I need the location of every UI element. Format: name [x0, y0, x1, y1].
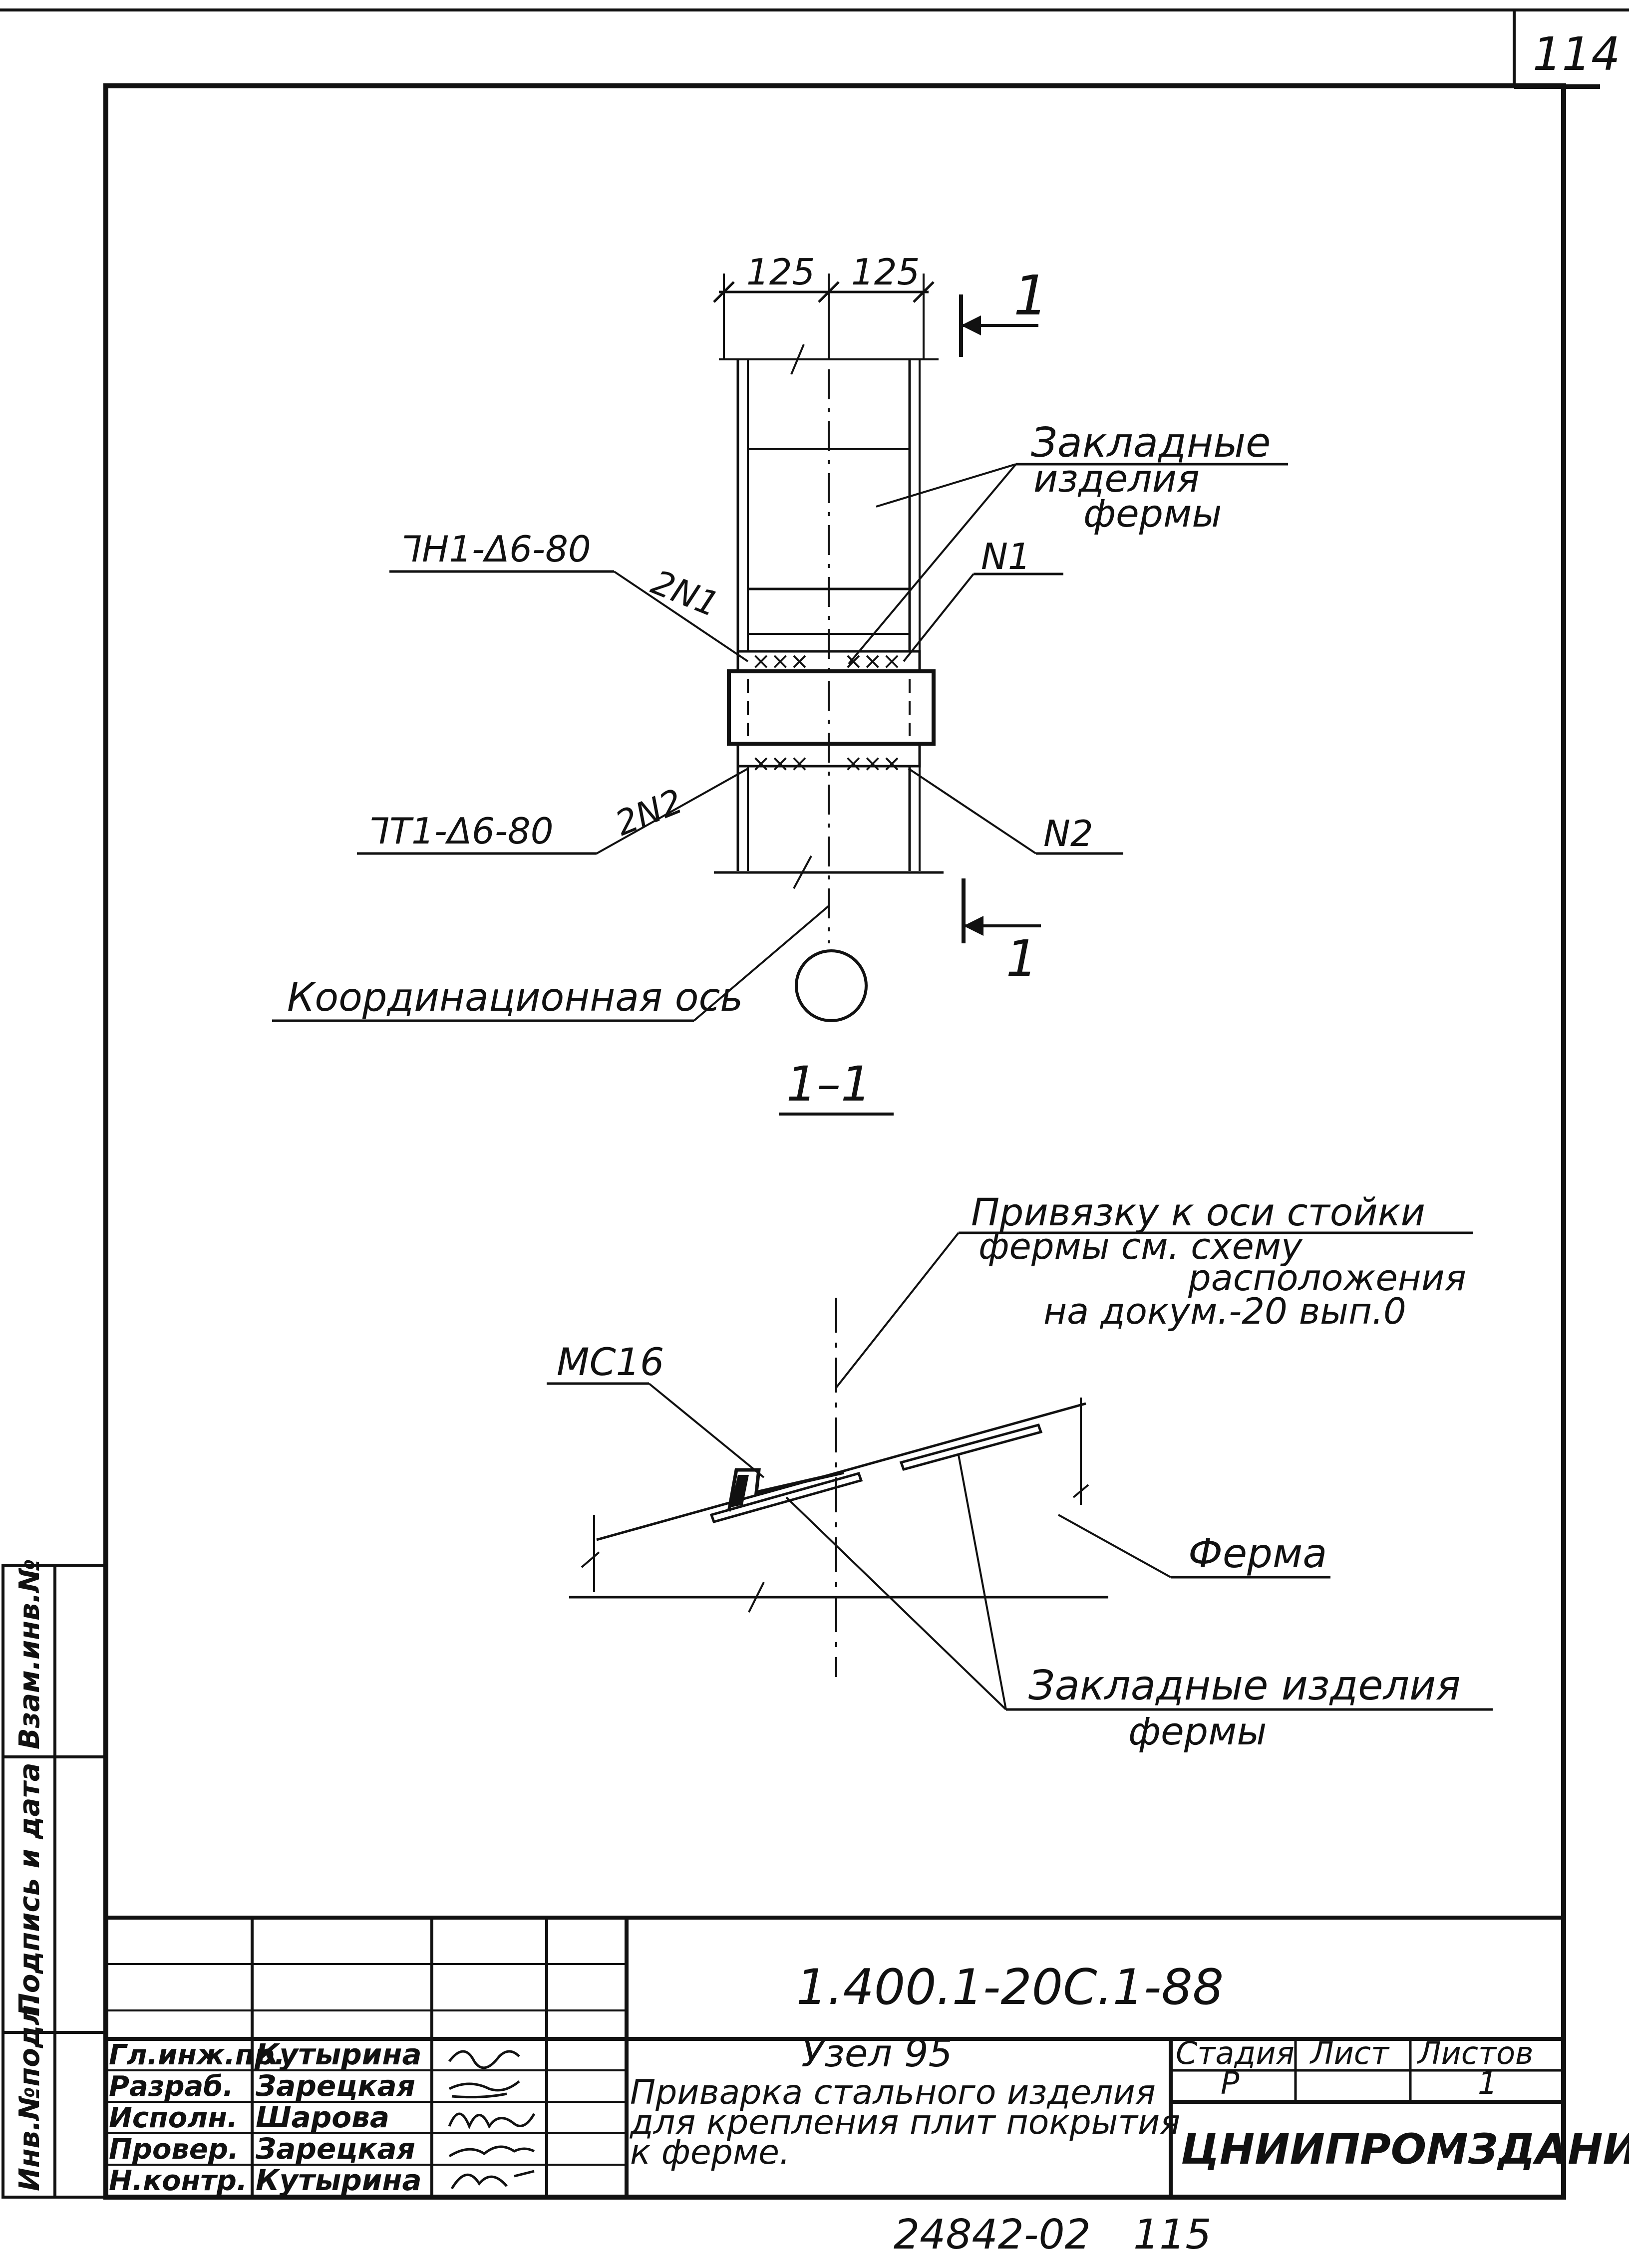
label-embedded-parts: Закладные: [1031, 419, 1271, 467]
svg-text:×××: ×××: [844, 750, 902, 777]
weld-bottom-mid: 2N2: [610, 782, 688, 844]
stage-value: Р: [1221, 2065, 1240, 2101]
detail-view: Привязку к оси стойки фермы см. схему ра…: [547, 1190, 1493, 1753]
role-label: Исполн.: [109, 2102, 238, 2134]
binding-note-4: на докум.-20 вып.0: [1043, 1290, 1406, 1332]
dimension-right: 125: [851, 251, 920, 293]
sheets-value: 1: [1478, 2065, 1497, 2101]
role-name: Зарецкая: [255, 2069, 415, 2103]
binding-note-2: фермы см. схему: [978, 1225, 1303, 1267]
binding-note-1: Привязку к оси стойки: [971, 1190, 1425, 1234]
role-name: Зарецкая: [255, 2132, 415, 2166]
organization: ЦНИИПРОМЗДАНИЙ: [1181, 2125, 1629, 2174]
weld-top-left: ⅂Н1-Δ6-80: [402, 528, 591, 570]
embedded-label-1: Закладные изделия: [1028, 1662, 1461, 1709]
label-embedded-parts-2: изделия: [1033, 456, 1200, 501]
description-3: к ферме.: [630, 2133, 790, 2172]
section-view: 125 125 ××× ××× ××× ×××: [272, 251, 1288, 1116]
side-stamp-cell-3: Взам.инв.№: [13, 1559, 46, 1749]
truss-label: Ферма: [1188, 1530, 1327, 1577]
sheets-header: Листов: [1417, 2035, 1534, 2071]
sheet-header: Лист: [1309, 2035, 1390, 2071]
dimension-left: 125: [746, 251, 815, 293]
svg-text:×××: ×××: [751, 750, 809, 777]
side-stamp-cell-1: Инв.№подл.: [13, 1994, 46, 2191]
main-frame: [103, 83, 1566, 2200]
weld-top-mid: 2N1: [646, 563, 724, 625]
weld-bottom-right: N2: [1043, 813, 1093, 854]
description-1: Приварка стального изделия: [630, 2073, 1156, 2112]
title-block: 1.400.1-20С.1-88 Гл.инж.пр.КутыринаРазра…: [106, 1916, 1629, 2197]
side-stamp-cell-2: Подпись и дата: [13, 1762, 46, 2016]
role-name: Кутырина: [256, 2037, 422, 2071]
section-mark-top: 1: [1013, 264, 1048, 327]
role-label: Провер.: [109, 2133, 239, 2166]
signatures: [448, 2050, 536, 2190]
axis-marker-circle: [795, 949, 868, 1022]
role-label: Н.контр.: [109, 2165, 247, 2197]
weld-bottom-left: ⅂Т1-Δ6-80: [369, 810, 554, 852]
page-number: 114: [1533, 27, 1621, 81]
label-embedded-parts-3: фермы: [1083, 491, 1222, 536]
doc-code: 1.400.1-20С.1-88: [796, 1959, 1224, 2016]
svg-text:×××: ×××: [751, 647, 809, 674]
coordination-axis-label: Координационная ось: [287, 975, 743, 1020]
section-title: 1–1: [786, 1056, 871, 1112]
section-mark-bottom: 1: [1006, 929, 1038, 988]
bottom-code: 24842-02: [894, 2211, 1091, 2259]
page-number-box: 114: [0, 8, 1629, 89]
weld-top-right: N1: [981, 536, 1031, 577]
channel-label: МС16: [557, 1340, 664, 1384]
bottom-page: 115: [1133, 2211, 1212, 2259]
description-2: для крепления плит покрытия: [630, 2103, 1180, 2142]
side-stamp: Инв.№подл. Подпись и дата Взам.инв.№: [1, 1559, 107, 2199]
role-label: Гл.инж.пр.: [109, 2039, 285, 2071]
stage-header: Стадия: [1176, 2035, 1295, 2071]
role-name: Шарова: [256, 2100, 389, 2134]
role-label: Разраб.: [109, 2070, 234, 2103]
svg-text:×××: ×××: [844, 647, 902, 674]
binding-note-3: расположения: [1188, 1257, 1466, 1299]
role-name: Кутырина: [256, 2163, 422, 2197]
embedded-label-2: фермы: [1128, 1709, 1267, 1753]
node-title: Узел 95: [801, 2031, 953, 2075]
signature-roles: Гл.инж.пр.КутыринаРазраб.ЗарецкаяИсполн.…: [109, 2037, 422, 2197]
